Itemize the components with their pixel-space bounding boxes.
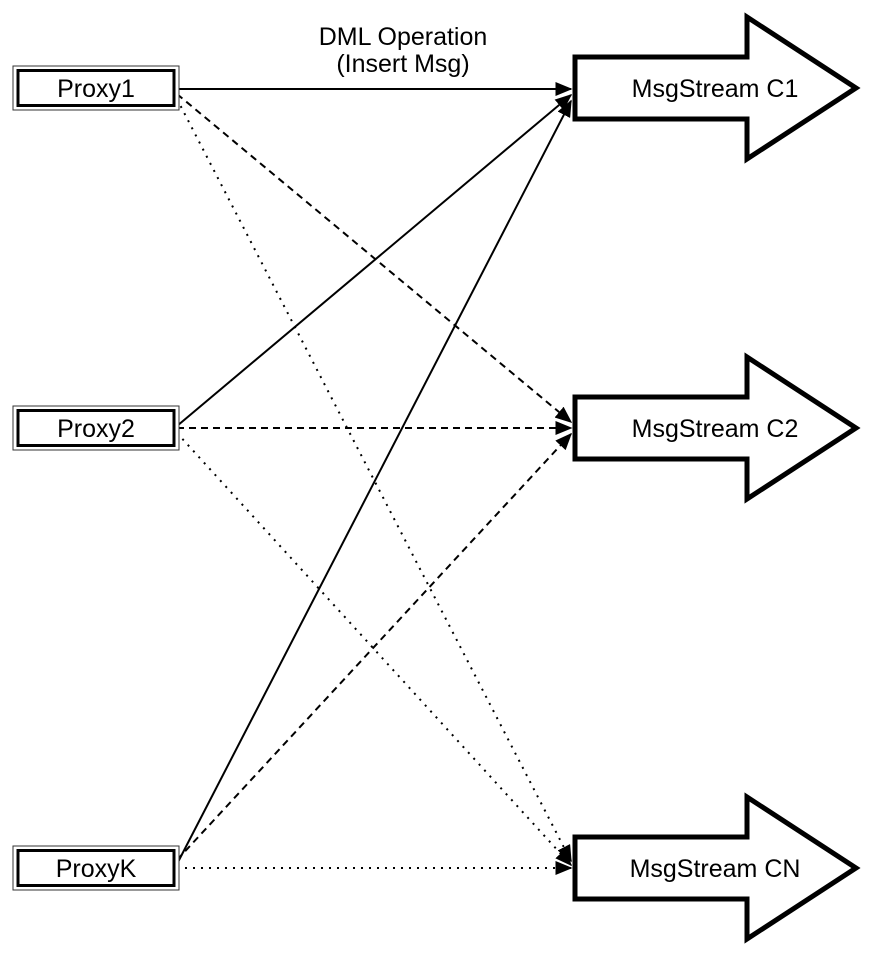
connection-proxy2-cn xyxy=(176,432,573,867)
msgstream-cn-arrow-shape xyxy=(572,792,861,944)
diagram-title-line2: (Insert Msg) xyxy=(336,50,469,78)
proxy1-node: Proxy1 xyxy=(12,65,180,111)
msgstream-c1-label: MsgStream C1 xyxy=(632,75,799,103)
connection-proxyk-c1 xyxy=(176,99,572,865)
connections xyxy=(176,82,573,875)
msgstream-c1-node: MsgStream C1 xyxy=(572,12,861,164)
msgstream-cn-node: MsgStream CN xyxy=(572,792,861,944)
connection-proxyk-c2 xyxy=(176,432,573,861)
msgstream-cn-label: MsgStream CN xyxy=(630,855,801,883)
msgstream-c2-label: MsgStream C2 xyxy=(632,415,799,443)
proxy1-label: Proxy1 xyxy=(57,75,135,103)
proxyk-label: ProxyK xyxy=(56,855,137,883)
proxy2-node: Proxy2 xyxy=(12,405,180,451)
diagram-title: DML Operation (Insert Msg) xyxy=(319,23,488,78)
connection-proxy1-c2 xyxy=(176,93,573,423)
msgstream-c1-arrow-shape xyxy=(572,12,861,164)
msgstream-c2-node: MsgStream C2 xyxy=(572,352,861,504)
connection-proxy2-c1 xyxy=(176,94,573,427)
proxy2-label: Proxy2 xyxy=(57,415,135,443)
proxyk-node: ProxyK xyxy=(12,845,180,891)
diagram-title-line1: DML Operation xyxy=(319,23,488,51)
msgstream-c2-arrow-shape xyxy=(572,352,861,504)
